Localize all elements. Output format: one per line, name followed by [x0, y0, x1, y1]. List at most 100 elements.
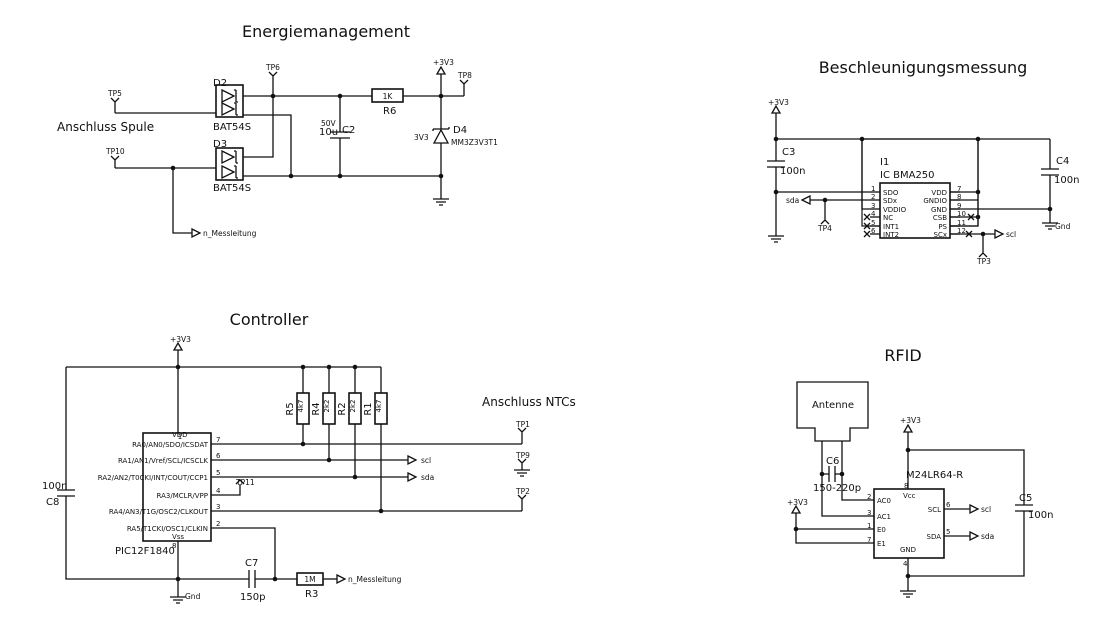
- resistor-ref: R4: [311, 402, 322, 415]
- m24lr64-body: [873, 488, 945, 559]
- mcu-pin-num: 2: [216, 520, 220, 528]
- pic12f1840-body: [142, 432, 212, 542]
- r3-label: R3: [305, 589, 318, 600]
- net-flag-sda-accel: [800, 194, 811, 206]
- c8-label: C8: [46, 497, 59, 508]
- bma-pin-num-right: 7: [957, 185, 961, 193]
- resistor-value: 4k7: [297, 400, 305, 413]
- ctrl-scl-label: scl: [421, 456, 431, 465]
- c4-value: 100n: [1054, 175, 1079, 186]
- bma-pin-num-left: 2: [871, 193, 875, 201]
- accel-scl-label: scl: [1006, 230, 1016, 239]
- c8-value: 100n: [42, 481, 67, 492]
- vcc-supply-energy: +3V3: [433, 58, 454, 96]
- m24-pin-name-left: E0: [877, 526, 886, 534]
- testpoint-tp5: TP5: [107, 89, 122, 113]
- bma-pin-name-left: SDx: [883, 197, 897, 205]
- bma-pin-num-left: 4: [871, 210, 876, 218]
- capacitor-c8-wire: [57, 367, 178, 580]
- energy-vcc-label: +3V3: [433, 58, 454, 67]
- tp2-label: TP2: [515, 487, 530, 496]
- antenna-shape: [796, 381, 869, 442]
- controller-vcc-label: +3V3: [170, 335, 191, 344]
- r3-value: 1M: [304, 575, 315, 584]
- ground-accel-left: [768, 235, 784, 243]
- mcu-vss: Vss: [172, 533, 184, 541]
- wire-vddio: [861, 139, 870, 210]
- mcu-pin-num: 7: [216, 436, 220, 444]
- title-controller: Controller: [230, 310, 309, 329]
- mcu-vdd: VDD: [172, 431, 188, 439]
- tp3-label: TP3: [976, 257, 991, 266]
- bma-pin-num-right: 8: [957, 193, 961, 201]
- nc-marker: [863, 230, 871, 238]
- m24-pin-name-right: SCL: [928, 506, 941, 514]
- d2-label: D2: [213, 78, 227, 89]
- mcu-pin-name: RA1/AN1/Vref/SCL/ICSCLK: [118, 457, 208, 465]
- testpoint-tp3: [978, 234, 988, 258]
- mcu-name: PIC12F1840: [115, 546, 175, 557]
- mcu-pin-num: 4: [216, 487, 221, 495]
- capacitor-c3: C3 100n: [767, 139, 805, 236]
- capacitor-c5-wire: [908, 449, 1033, 577]
- d4-voltage: 3V3: [414, 133, 429, 142]
- c7-label: C7: [245, 558, 258, 569]
- net-flag-scl-accel: [994, 228, 1005, 240]
- net-flag-messleitung: [191, 227, 202, 239]
- bma-pin-num-left: 1: [871, 185, 875, 193]
- anschluss-ntcs-label: Anschluss NTCs: [482, 395, 576, 409]
- wire-ac1: [821, 474, 874, 517]
- wire-vdd: [950, 139, 979, 193]
- accel-vcc-label: +3V3: [768, 98, 789, 107]
- vcc-supply-rfid-left: +3V3: [787, 498, 874, 544]
- messleitung-label: n_Messleitung: [203, 229, 257, 238]
- m24-gnd: GND: [900, 546, 916, 554]
- ground-accel-right: [1042, 222, 1058, 230]
- mcu-pin-name: RA5/T1CKI/OSC1/CLKIN: [127, 525, 208, 533]
- tp5-label: TP5: [107, 89, 122, 98]
- testpoint-tp6: TP6: [265, 63, 280, 96]
- m24-vcc-pin: 8: [904, 482, 908, 490]
- net-flag-messleitung-ctrl: [336, 573, 347, 585]
- mcu-pin-name: RA0/AN0/SDO/ICSDAT: [132, 441, 209, 449]
- c5-label: C5: [1019, 493, 1032, 504]
- bma-pin-name-left: VDDIO: [883, 206, 907, 214]
- wire-ac0: [841, 474, 874, 501]
- c6-label: C6: [826, 456, 839, 467]
- capacitor-c6: C6 150-220p: [813, 456, 861, 494]
- resistor-ref: R1: [363, 402, 374, 415]
- wire-d3-feedback: [243, 96, 274, 158]
- wire-ra3: [211, 484, 241, 496]
- net-flag-scl-rfid: [969, 503, 980, 515]
- title-energiemanagement: Energiemanagement: [242, 22, 410, 41]
- antenna-leads: [821, 441, 843, 474]
- tp6-label: TP6: [265, 63, 280, 72]
- wire-messleitung: [172, 168, 192, 234]
- testpoint-tp8: TP8: [457, 71, 472, 96]
- r6-value: 1K: [383, 92, 394, 101]
- ctrl-gnd-label: Gnd: [185, 592, 201, 601]
- vcc-supply-accel: +3V3: [768, 98, 789, 139]
- bma-pin-name-left: NC: [883, 214, 893, 222]
- wire-ra5: [211, 527, 297, 580]
- bma-pin-num-right: 9: [957, 202, 961, 210]
- nc-marker: [863, 222, 871, 230]
- testpoint-tp11: [235, 479, 245, 485]
- bma-pin-num-right: 12: [957, 227, 966, 235]
- d4-label: D4: [453, 125, 467, 136]
- c4-label: C4: [1056, 156, 1069, 167]
- testpoint-tp4: [820, 200, 830, 225]
- bma-pin-num-left: 6: [871, 227, 876, 235]
- m24-gnd-pin: 4: [903, 560, 908, 568]
- c3-value: 100n: [780, 166, 805, 177]
- c3-label: C3: [782, 147, 795, 158]
- resistor-ref: R5: [285, 402, 296, 415]
- bma-pin-name-right: SCx: [934, 231, 947, 239]
- c5-value: 100n: [1028, 510, 1053, 521]
- r6-label: R6: [383, 106, 396, 117]
- testpoint-tp10: TP10: [105, 147, 125, 168]
- energy-circuit: TP5 TP10 n_Messleitung Anschluss Spule D…: [57, 58, 498, 239]
